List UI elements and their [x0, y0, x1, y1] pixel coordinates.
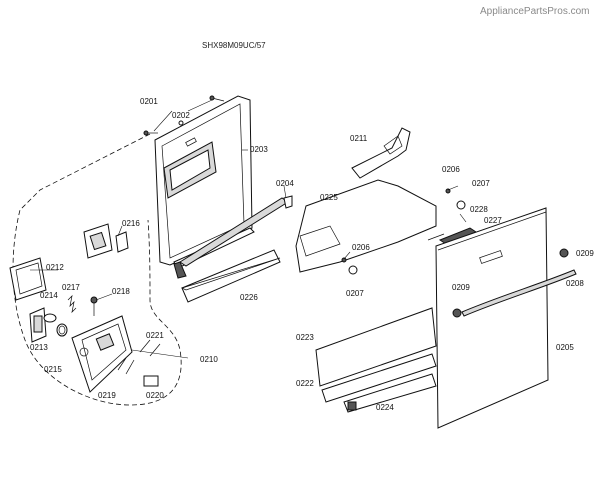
label-0226: 0226 — [240, 293, 258, 302]
assembly-boundary — [12, 133, 182, 406]
screw-0201-right[interactable] — [209, 95, 225, 102]
label-0228: 0228 — [470, 205, 488, 214]
latch-0220[interactable] — [143, 375, 159, 387]
ring-0215[interactable] — [56, 323, 68, 337]
label-0212: 0212 — [46, 263, 64, 272]
panel-0223[interactable] — [315, 307, 437, 387]
inner-door-panel[interactable] — [154, 95, 255, 269]
bottom-trim-0224[interactable] — [343, 373, 437, 413]
washer-0207-mid[interactable] — [348, 265, 358, 275]
screw-0206-mid[interactable] — [341, 257, 347, 263]
label-0213: 0213 — [30, 343, 48, 352]
label-0204: 0204 — [276, 179, 294, 188]
outer-door-panel[interactable] — [435, 207, 549, 429]
screw-0201-left[interactable] — [143, 130, 158, 136]
label-0224: 0224 — [376, 403, 394, 412]
leader-lines — [30, 99, 467, 359]
pins-0221[interactable] — [139, 339, 161, 357]
label-0217: 0217 — [62, 283, 80, 292]
label-0218: 0218 — [112, 287, 130, 296]
dispenser-cover-0213[interactable] — [29, 307, 47, 343]
springs-0219[interactable] — [117, 357, 135, 375]
seal-0214[interactable] — [43, 313, 57, 323]
label-0214: 0214 — [40, 291, 58, 300]
door-handle-0208[interactable] — [461, 269, 577, 317]
label-0207-mid: 0207 — [346, 289, 364, 298]
label-0205: 0205 — [556, 343, 574, 352]
door-seal-strip[interactable] — [173, 195, 293, 279]
knob-0218[interactable] — [90, 296, 98, 316]
label-0216: 0216 — [122, 219, 140, 228]
label-0207-top: 0207 — [472, 179, 490, 188]
label-0202: 0202 — [172, 111, 190, 120]
rinse-aid-panel-0216[interactable] — [83, 223, 129, 259]
watermark: AppliancePartsPros.com — [480, 6, 590, 17]
cap-0209-right[interactable] — [559, 248, 569, 258]
rod-0227[interactable] — [427, 233, 445, 241]
label-0211: 0211 — [350, 134, 368, 143]
label-0223: 0223 — [296, 333, 314, 342]
screw-0206-top[interactable] — [445, 188, 451, 194]
label-0221: 0221 — [146, 331, 164, 340]
label-0219: 0219 — [98, 391, 116, 400]
washer-0207-top[interactable] — [456, 200, 466, 210]
label-0209-left: 0209 — [452, 283, 470, 292]
model-number: SHX98M09UC/57 — [202, 41, 266, 50]
dispenser-frame-0212[interactable] — [9, 257, 47, 301]
clip-0202[interactable] — [178, 120, 184, 126]
cap-0209-left[interactable] — [452, 308, 462, 318]
label-0206-mid: 0206 — [352, 243, 370, 252]
spring-0217[interactable] — [67, 294, 77, 314]
label-0215: 0215 — [44, 365, 62, 374]
hinge-bracket-0211[interactable] — [351, 127, 411, 179]
inner-panel-0225[interactable] — [295, 179, 437, 273]
label-0227: 0227 — [484, 216, 502, 225]
label-0220: 0220 — [146, 391, 164, 400]
label-0210: 0210 — [200, 355, 218, 364]
strip-0222[interactable] — [321, 353, 437, 403]
label-0208: 0208 — [566, 279, 584, 288]
label-0209-right: 0209 — [576, 249, 594, 258]
label-0201: 0201 — [140, 97, 158, 106]
label-0203: 0203 — [250, 145, 268, 154]
label-0222: 0222 — [296, 379, 314, 388]
label-0225: 0225 — [320, 193, 338, 202]
detergent-dispenser[interactable] — [71, 315, 133, 393]
lower-door-trim-0226[interactable] — [181, 249, 281, 303]
label-0206-top: 0206 — [442, 165, 460, 174]
